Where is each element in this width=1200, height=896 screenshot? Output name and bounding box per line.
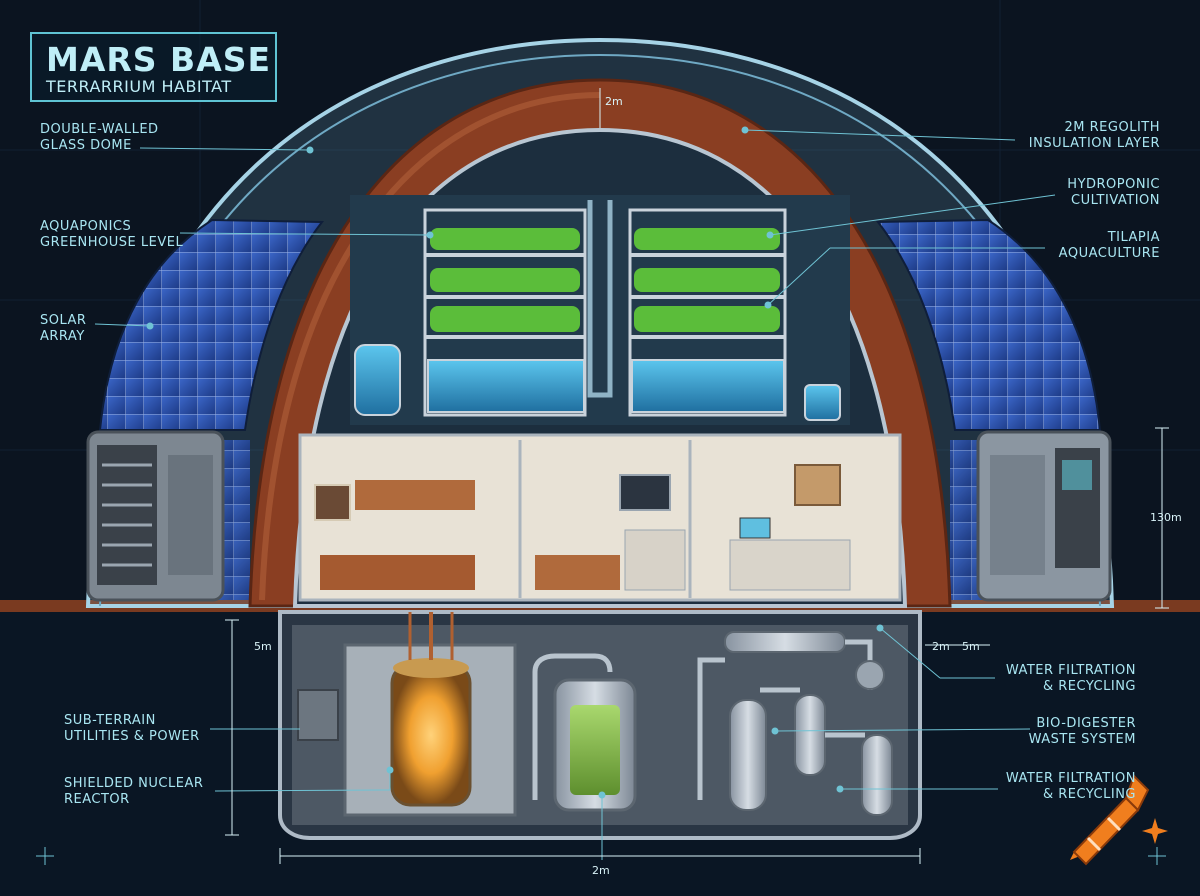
dimension-depth: 5m [254,640,272,653]
dimension-right-b: 5m [962,640,980,653]
title-box: MARS BASE TERRARRIUM HABITAT [30,32,277,102]
sparkle-icon [1142,818,1168,844]
machinery-module-right [976,430,1112,602]
machinery-module-left [86,430,225,602]
crayon-logo-icon [1070,774,1150,866]
label-water-filtration-2: WATER FILTRATION& RECYCLING [1005,771,1136,802]
dimension-lines [225,88,1169,864]
dimension-right-a: 2m [932,640,950,653]
dimension-bottom: 2m [592,864,610,877]
greenhouse-level [350,195,850,425]
dimension-top: 2m [605,95,623,108]
fish-tank-right [631,359,785,413]
sub-terrain-utilities [278,610,922,840]
dimension-height: 130m [1150,511,1182,524]
bio-digester-tank [532,653,637,812]
label-water-filtration-1: WATER FILTRATION& RECYCLING [1005,663,1136,694]
water-filtration-system [697,631,893,816]
corner-marks [36,847,1166,865]
leader-lines [94,126,1056,860]
living-quarters [298,433,902,602]
solar-array-left [98,218,325,431]
fish-tank-left [427,359,585,413]
solar-array-right [875,218,1102,431]
page-subtitle: TERRARRIUM HABITAT [46,77,232,96]
page-title: MARS BASE [46,40,272,79]
nuclear-reactor [343,612,517,817]
